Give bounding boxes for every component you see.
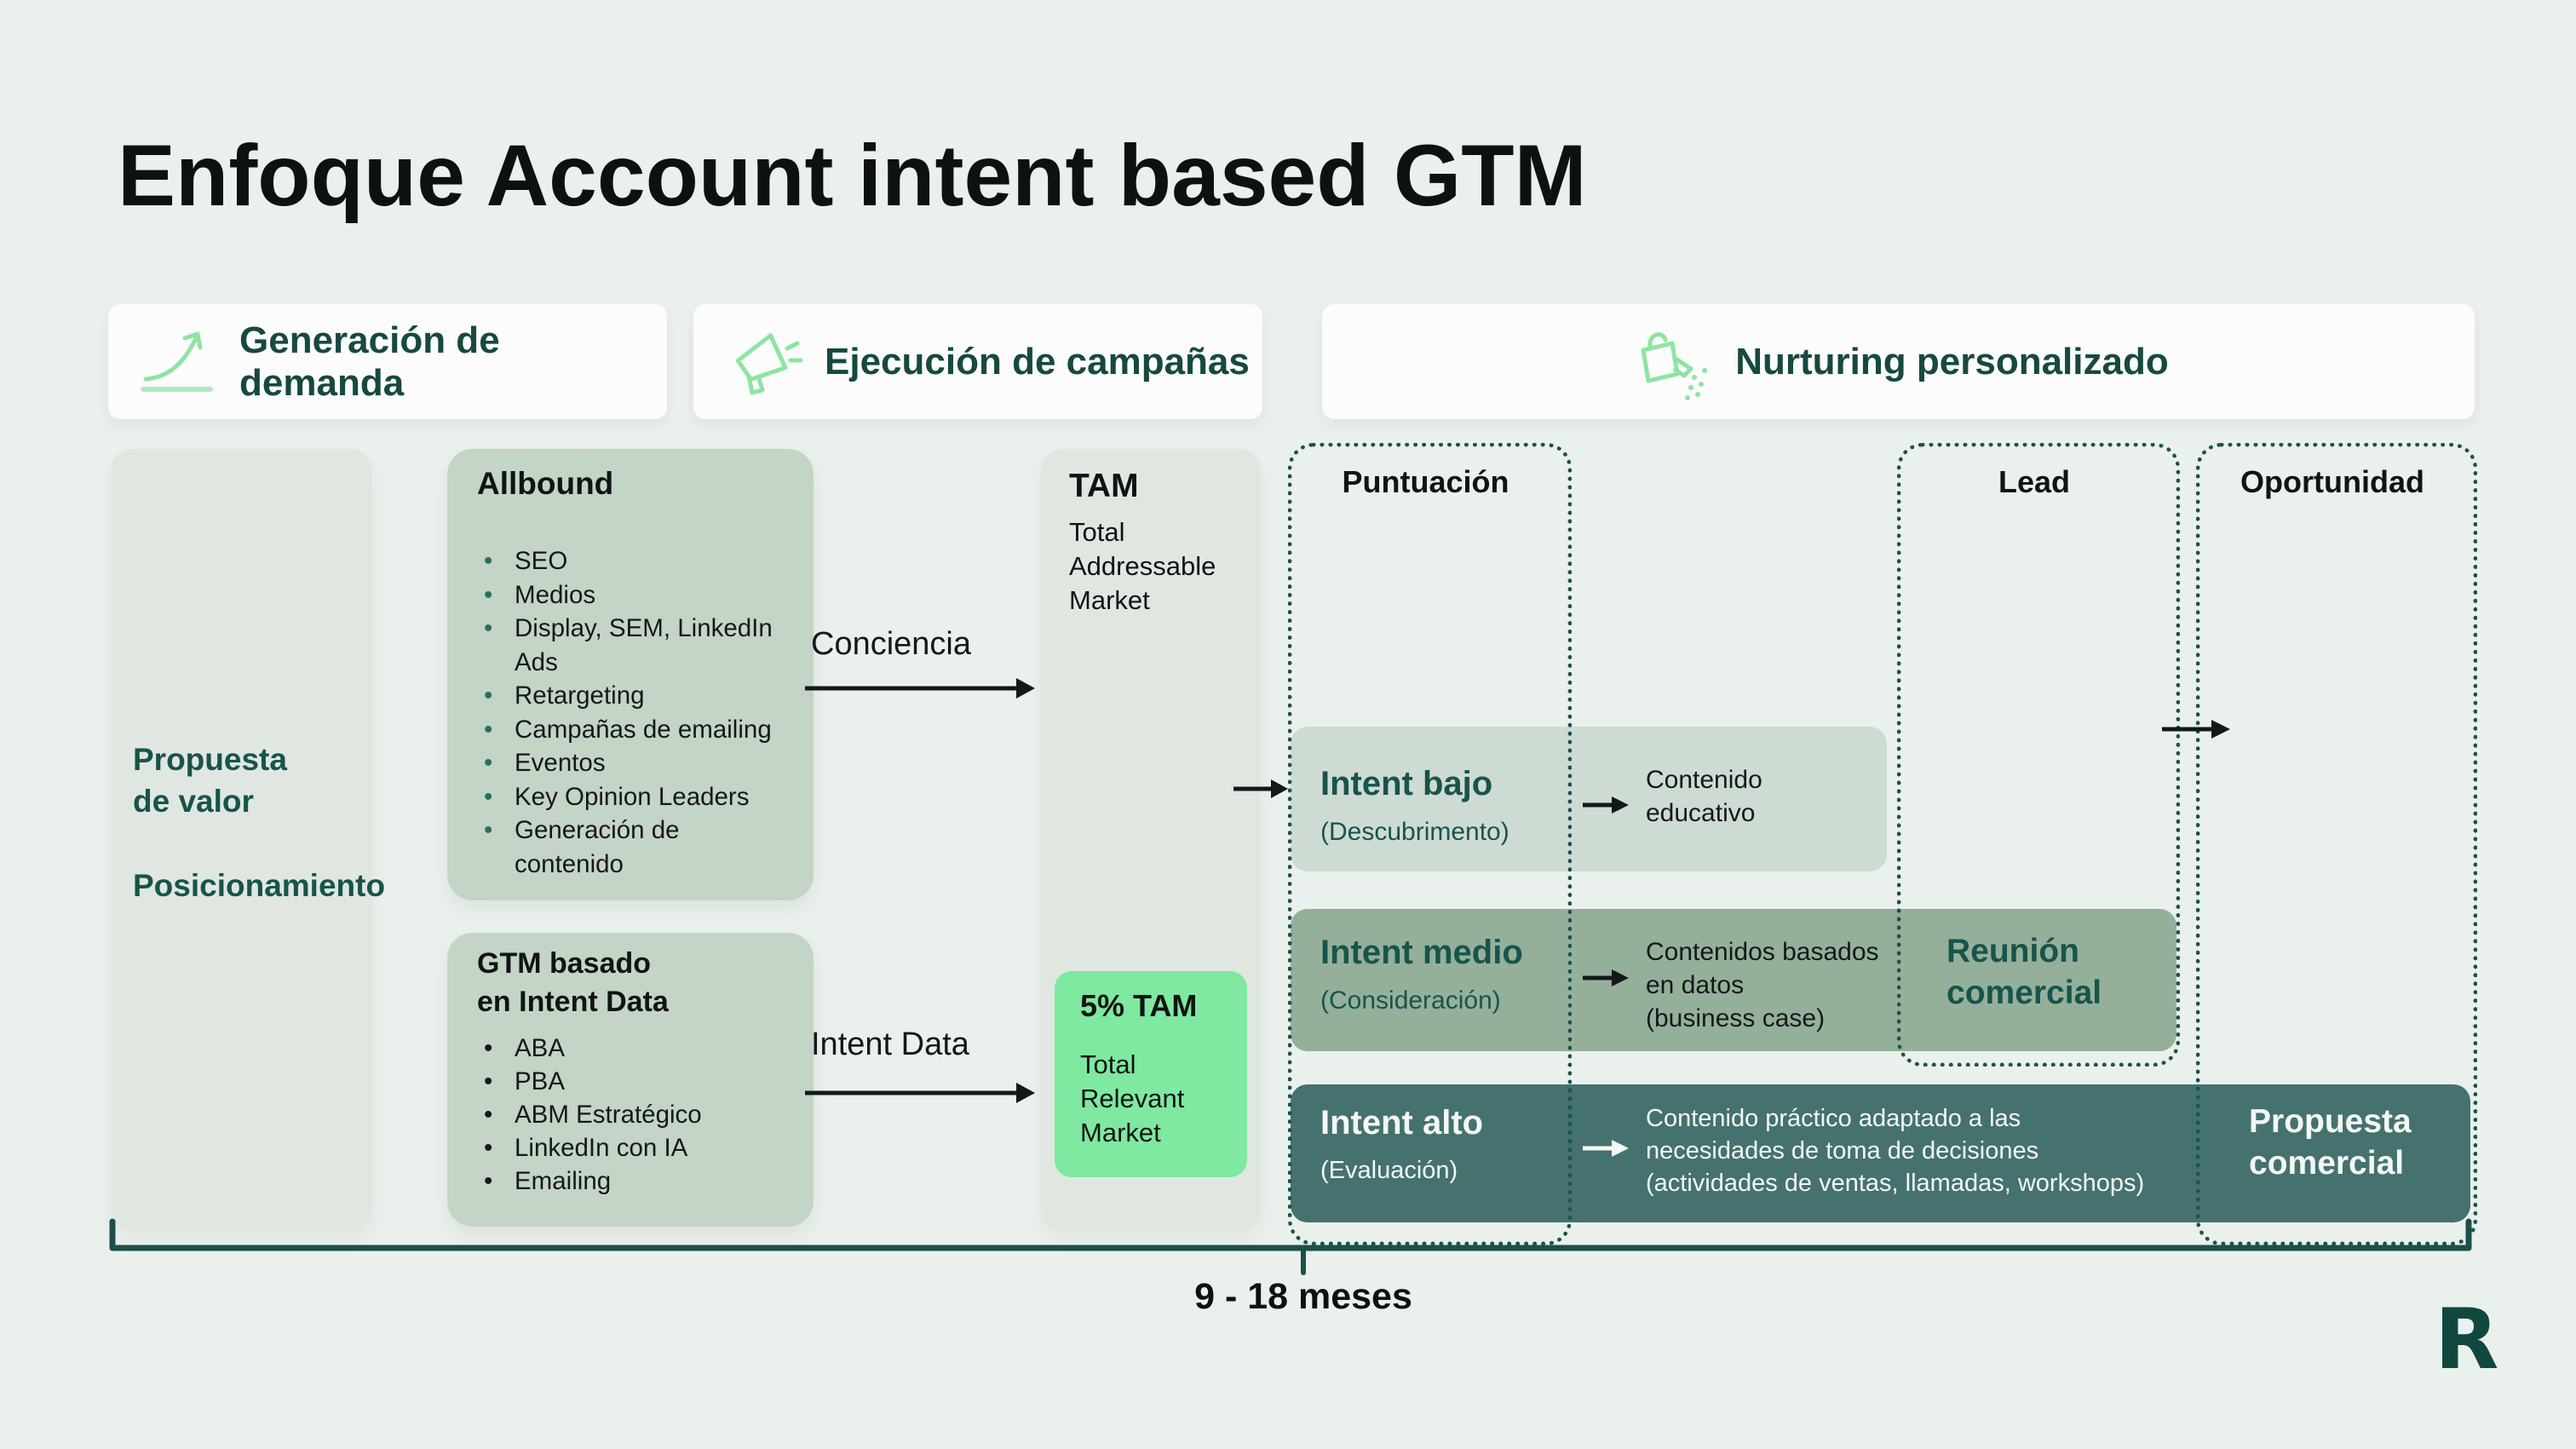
list-item: ABM Estratégico	[477, 1098, 785, 1131]
opportunity-stage-title: Oportunidad	[2240, 464, 2424, 499]
phase-label-nurturing: Nurturing personalizado	[1735, 340, 2169, 382]
tam-to-scoring-arrow	[1233, 779, 1288, 798]
watering-can-icon	[1641, 331, 1708, 400]
gtm-intent-list: ABAPBAABM EstratégicoLinkedIn con IAEmai…	[477, 1032, 785, 1198]
lead-stage-box	[1897, 443, 2180, 1067]
conciencia-label: Conciencia	[811, 626, 971, 662]
intent-low-content: Contenido educativo	[1646, 766, 1762, 827]
intent-low-level: Intent bajo	[1320, 765, 1493, 802]
intent-low-arrow	[1583, 796, 1629, 814]
gtm-intent-title: GTM basado en Intent Data	[477, 947, 669, 1018]
value-proposition-text: Propuesta de valor	[133, 742, 287, 819]
megaphone-icon	[735, 332, 803, 394]
intent-low-phase: (Descubrimento)	[1320, 818, 1509, 846]
list-item: Emailing	[477, 1164, 785, 1198]
list-item: Eventos	[477, 746, 785, 780]
phase-label-demand: Generación de demanda	[239, 319, 500, 404]
intent-high-arrow	[1583, 1140, 1629, 1157]
propuesta-comercial-text: Propuesta comercial	[2249, 1103, 2412, 1182]
intent-mid-row	[1291, 909, 2176, 1051]
company-logo: R	[2435, 1291, 2499, 1389]
trm-box: 5% TAM Total Relevant Market	[1055, 971, 1247, 1177]
intent-mid-level: Intent medio	[1320, 934, 1523, 971]
scoring-stage-box	[1288, 443, 1572, 1245]
intent-high-level: Intent alto	[1320, 1104, 1484, 1141]
tam-column: TAM Total Addressable Market 5% TAM Tota…	[1041, 449, 1261, 1231]
conciencia-arrow	[805, 678, 1035, 699]
tam-title: TAM	[1069, 468, 1139, 504]
phase-label-campaigns: Ejecución de campañas	[825, 340, 1250, 382]
list-item: Medios	[477, 578, 785, 612]
timeline-label: 9 - 18 meses	[1194, 1276, 1412, 1317]
intent-mid-content: Contenidos basados en datos (business ca…	[1646, 938, 1879, 1032]
list-item: Campañas de emailing	[477, 713, 785, 747]
tam-subtitle: Total Addressable Market	[1069, 517, 1216, 615]
allbound-list: SEOMediosDisplay, SEM, LinkedIn AdsRetar…	[477, 544, 785, 881]
list-item: Key Opinion Leaders	[477, 780, 785, 814]
list-item: ABA	[477, 1032, 785, 1065]
scoring-stage-title: Puntuación	[1342, 464, 1509, 499]
trm-subtitle: Total Relevant Market	[1080, 1049, 1185, 1147]
intent-data-label: Intent Data	[811, 1026, 969, 1062]
reunion-comercial-text: Reunión comercial	[1946, 933, 2102, 1011]
positioning-text: Posicionamiento	[133, 868, 386, 903]
lead-stage-title: Lead	[1998, 464, 2071, 499]
trm-title: 5% TAM	[1080, 988, 1198, 1023]
intent-low-row	[1291, 727, 1887, 871]
lead-to-opportunity-arrow	[2162, 720, 2230, 739]
list-item: Retargeting	[477, 679, 785, 713]
growth-chart-icon	[141, 331, 213, 392]
intent-high-content: Contenido práctico adaptado a las necesi…	[1646, 1105, 2145, 1197]
list-item: LinkedIn con IA	[477, 1131, 785, 1164]
intent-data-arrow	[805, 1083, 1035, 1103]
intent-high-phase: (Evaluación)	[1320, 1157, 1458, 1184]
value-proposition-column: Propuesta de valor Posicionamiento	[111, 449, 385, 1231]
list-item: PBA	[477, 1065, 785, 1098]
phase-pill-demand: Generación de demanda	[108, 304, 667, 419]
gtm-intent-box: GTM basado en Intent Data ABAPBAABM Estr…	[447, 933, 814, 1227]
intent-high-row	[1291, 1084, 2470, 1222]
intent-mid-phase: (Consideración)	[1320, 986, 1501, 1015]
phase-pill-campaigns: Ejecución de campañas	[693, 304, 1262, 419]
intent-mid-arrow	[1583, 969, 1629, 986]
phase-pill-nurturing: Nurturing personalizado	[1322, 304, 2475, 419]
opportunity-stage-box	[2196, 443, 2477, 1245]
allbound-box: Allbound SEOMediosDisplay, SEM, LinkedIn…	[447, 449, 814, 900]
page-title: Enfoque Account intent based GTM	[118, 127, 1587, 224]
allbound-title: Allbound	[477, 466, 614, 501]
list-item: SEO	[477, 544, 785, 578]
list-item: Generación de contenido	[477, 814, 785, 881]
list-item: Display, SEM, LinkedIn Ads	[477, 612, 785, 679]
